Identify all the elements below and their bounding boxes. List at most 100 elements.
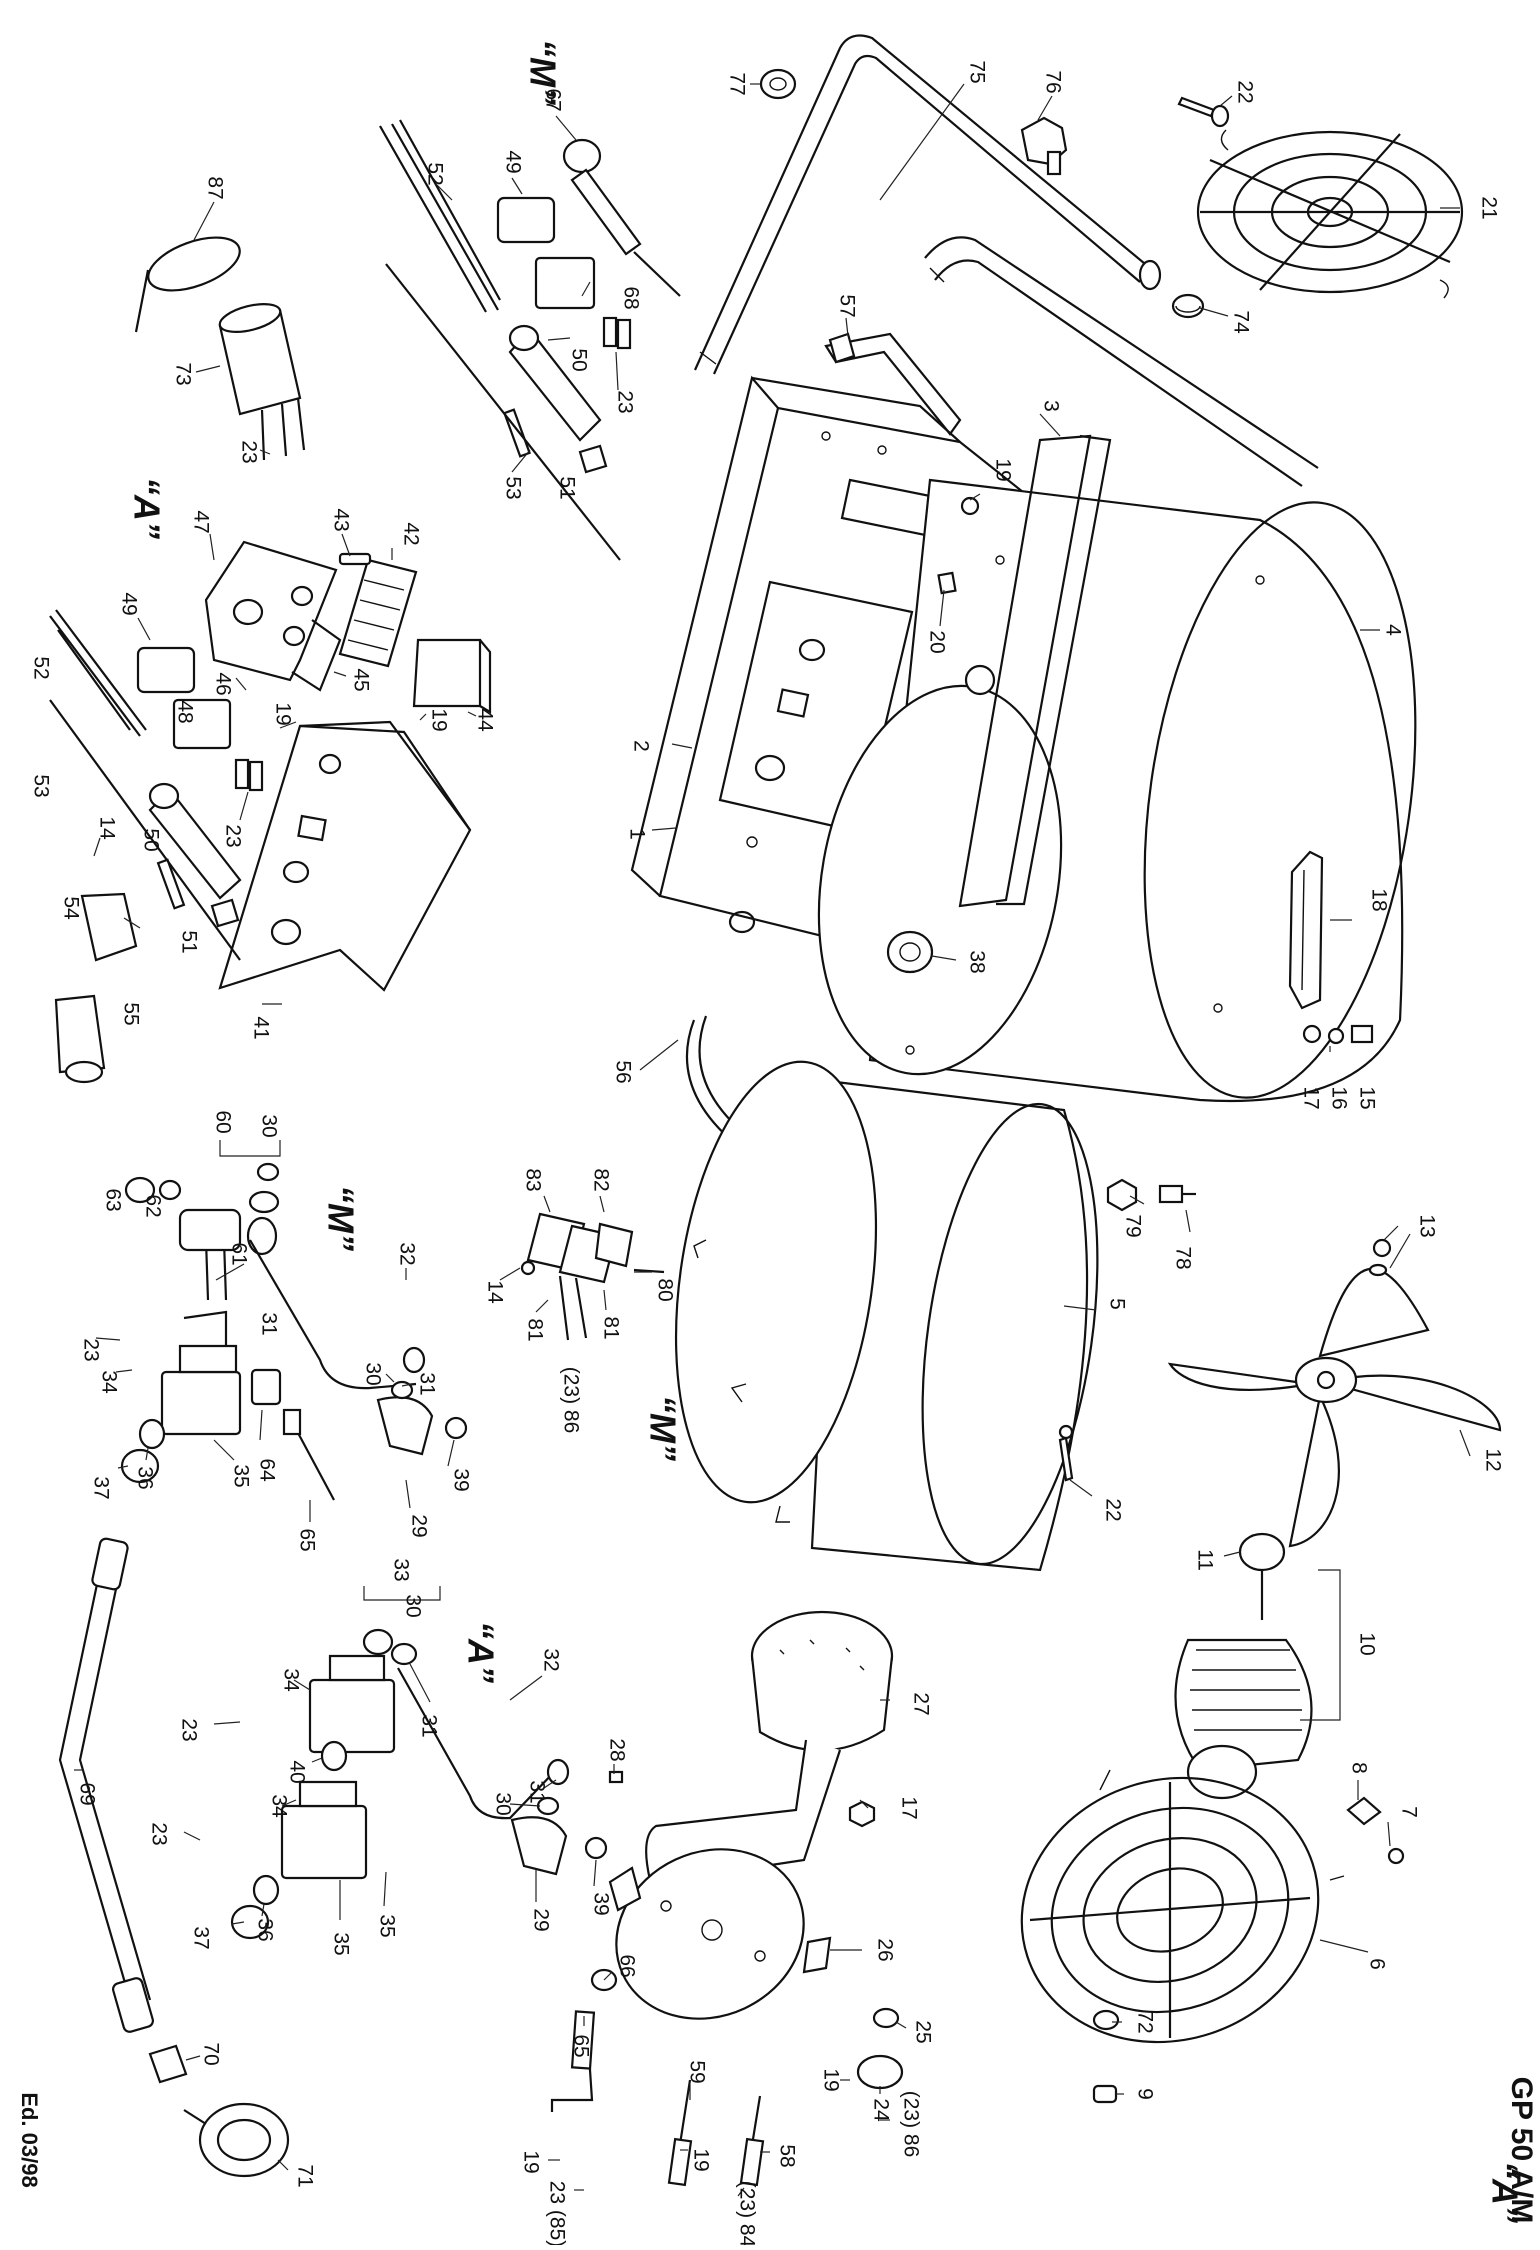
callout-c29a: 29 [407,1514,430,1537]
callout-c34c: 34 [267,1794,290,1818]
screw-9 [1092,2084,1118,2104]
callout-c68: 68 [619,286,642,309]
callout-c5: 5 [1105,1298,1128,1310]
callout-c71: 71 [293,2164,316,2187]
callout-c22b: 22 [1101,1498,1124,1521]
callout-c1: 1 [625,828,648,840]
callout-c23c: 23 [221,824,244,847]
callout-c2385: 23 (85) [545,2181,568,2245]
combustion-chamber-5 [674,1060,1099,1572]
cover-plate-41 [218,720,472,992]
screw-22a [1177,96,1230,128]
callout-c32b: 32 [539,1648,562,1671]
callout-c14b: 14 [483,1280,506,1304]
callout-c44: 44 [473,708,496,732]
callout-c31b: 31 [415,1372,438,1395]
elbow-29-m [376,1396,468,1456]
cover-49a [496,196,556,244]
callout-c4: 4 [1381,624,1404,636]
nut-17b [848,1800,876,1828]
relay-box-47 [204,540,338,682]
nut-30-31-m [256,1162,414,1400]
terminal-strip-42 [338,558,418,668]
callout-c81b: 81 [599,1316,622,1339]
callout-c2: 2 [629,740,652,752]
callout-c13: 13 [1415,1214,1438,1237]
callout-c30b: 30 [361,1362,384,1385]
callout-c19c: 19 [427,708,450,731]
callout-c52a: 52 [423,162,446,185]
callout-c30a: 30 [257,1114,280,1137]
callout-c30c: 30 [401,1594,424,1617]
callout-c11: 11 [1193,1549,1216,1571]
variant-label-m-top: “M” [522,39,563,105]
callout-c52b: 52 [29,656,52,679]
thermostat-67 [562,138,681,297]
igniter-50-51-m [503,324,608,474]
regulator-71 [183,2102,290,2178]
callout-c59: 59 [685,2060,708,2083]
leader-lines [74,83,1471,2197]
switch-68 [534,256,596,310]
fitting-70 [148,2044,188,2084]
front-guard-6 [1020,1769,1345,2044]
cable-52b [49,609,147,737]
relay-44 [412,638,492,714]
callout-c34a: 34 [97,1370,120,1394]
callout-c81a: 81 [523,1318,546,1341]
main-cylinder-4 [817,434,1417,1103]
callout-c57: 57 [835,294,858,317]
callout-c79: 79 [1121,1214,1144,1237]
callout-c22a: 22 [1233,80,1256,103]
callout-c9: 9 [1133,2088,1156,2100]
callout-c32a: 32 [395,1242,418,1265]
clip-8 [1346,1796,1382,1826]
callout-c41: 41 [249,1016,272,1039]
bracket-57 [824,332,962,436]
callout-c47: 47 [189,510,212,533]
callout-c39b: 39 [589,1892,612,1915]
callout-c51a: 51 [555,476,578,499]
variant-label-m-mid: “M” [320,1185,361,1251]
callout-c16: 16 [1327,1086,1350,1109]
callout-c19d: 19 [819,2068,842,2091]
gas-hose-69 [58,1537,154,2033]
callout-c49b: 49 [117,592,140,615]
callout-c8: 8 [1347,1762,1370,1774]
callout-c72: 72 [1133,2010,1156,2033]
screw-19a [960,496,980,516]
screw-43 [338,552,372,566]
callout-c50a: 50 [567,348,590,371]
pressure-switch-24 [856,2054,904,2090]
burner-27 [645,1610,894,1882]
fan-12 [1167,1267,1502,1548]
callout-c17a: 17 [1299,1086,1322,1109]
callout-c51b: 51 [177,930,200,953]
callout-c15: 15 [1355,1086,1378,1109]
plug-54 [80,892,138,962]
callout-c23f: 23 [147,1822,170,1845]
callout-c63: 63 [101,1188,124,1211]
callout-c18: 18 [1367,888,1390,911]
callout-c53a: 53 [501,476,524,499]
callout-c48: 48 [173,700,196,723]
callout-c69: 69 [75,1782,98,1805]
screw-78-79 [1106,1178,1196,1212]
callout-c34b: 34 [279,1668,302,1692]
callout-c78: 78 [1171,1246,1194,1269]
callout-c66: 66 [615,1954,638,1977]
frame-handle-75 [693,34,1319,487]
callout-c26: 26 [873,1938,896,1961]
igniter-50-51-a [148,782,242,928]
callout-c55: 55 [119,1002,142,1025]
callout-c19f: 19 [689,2148,712,2171]
callout-c39a: 39 [449,1468,472,1491]
callout-c43: 43 [329,508,352,531]
callout-c80: 80 [653,1278,676,1301]
solenoid-valve-35-a1 [308,1654,396,1754]
callout-c31d: 31 [525,1780,548,1803]
pin-22b [1058,1424,1074,1482]
callout-c17b: 17 [897,1796,920,1819]
